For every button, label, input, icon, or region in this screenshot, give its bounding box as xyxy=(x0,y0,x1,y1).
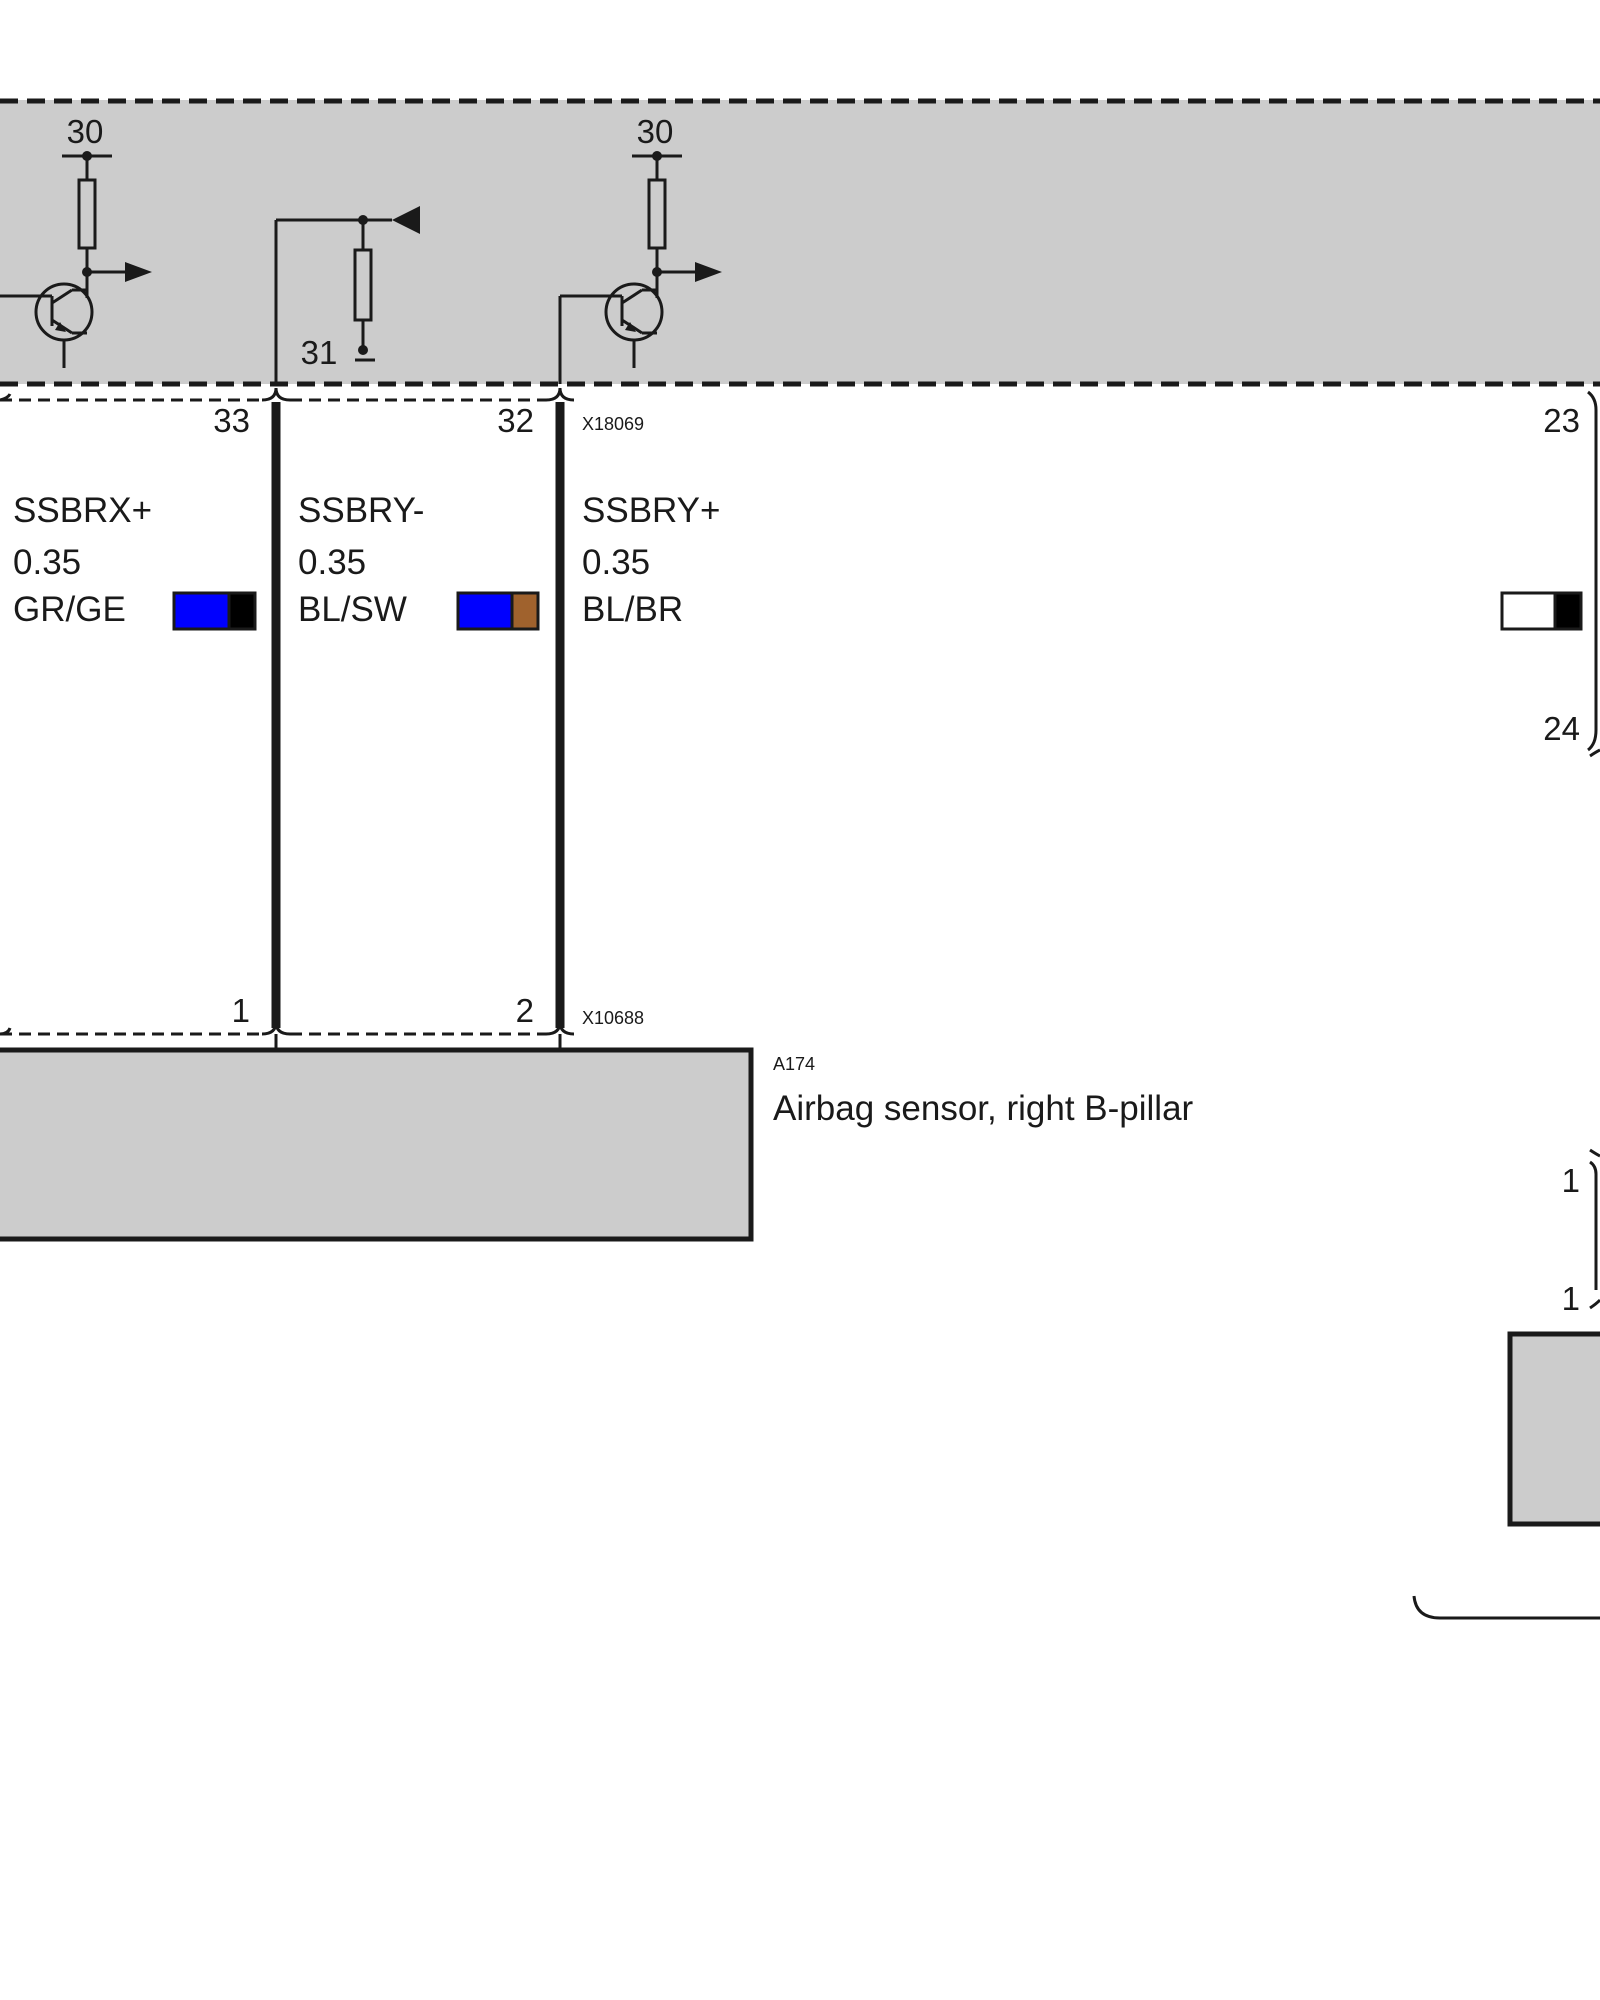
junction-dot xyxy=(652,151,662,161)
junction-dot xyxy=(82,267,92,277)
input-arrow-icon xyxy=(392,206,420,234)
driver-circuit-right xyxy=(558,154,695,384)
wire-2-size: 0.35 xyxy=(298,543,366,582)
wire-3-name: SSBRY+ xyxy=(582,491,720,530)
junction-dot xyxy=(652,267,662,277)
pin-hook xyxy=(545,1021,575,1036)
component-id: A174 xyxy=(773,1054,815,1074)
right-wire-segment-top xyxy=(1587,390,1598,752)
right-wire-segment-bottom xyxy=(1589,1160,1598,1290)
pin-1-upper-label: 1 xyxy=(1562,1162,1580,1199)
wire-2-color-swatch xyxy=(456,591,540,631)
swatch-primary xyxy=(456,591,514,631)
output-arrow-icon xyxy=(695,262,722,282)
component-name: Airbag sensor, right B-pillar xyxy=(773,1089,1194,1128)
pin-24-label: 24 xyxy=(1543,710,1580,747)
wire-1-size: 0.35 xyxy=(13,543,81,582)
pin-hook xyxy=(261,387,291,402)
swatch-secondary xyxy=(510,591,540,631)
pin-33-label: 33 xyxy=(213,402,250,439)
output-arrow-icon xyxy=(125,262,152,282)
pin-2-label: 2 xyxy=(516,992,534,1029)
wire-1-name: SSBRX+ xyxy=(13,491,152,530)
connector-hook xyxy=(1589,748,1600,758)
terminal-30-label: 30 xyxy=(67,113,104,150)
pin-hook xyxy=(261,1021,291,1036)
connector-corner xyxy=(0,393,12,402)
junction-dot xyxy=(358,345,368,355)
connector-hook xyxy=(1589,1148,1600,1158)
terminal-30-label: 30 xyxy=(637,113,674,150)
right-wire-color-swatch xyxy=(1500,591,1583,631)
swatch-secondary xyxy=(1553,591,1583,631)
wire-3-color-code: BL/BR xyxy=(582,590,683,629)
wire-2-name: SSBRY- xyxy=(298,491,424,530)
wire-1-color-code: GR/GE xyxy=(13,590,126,629)
emitter-arrow-icon xyxy=(55,322,66,332)
pin-hook xyxy=(545,387,575,402)
pin-1-label: 1 xyxy=(232,992,250,1029)
wire-3-size: 0.35 xyxy=(582,543,650,582)
emitter-arrow-icon xyxy=(625,322,636,332)
driver-circuit-left xyxy=(0,154,125,368)
group-bracket xyxy=(1412,1595,1600,1620)
swatch-secondary xyxy=(227,591,257,631)
swatch-primary xyxy=(1500,591,1557,631)
component-a174-box xyxy=(0,1047,754,1242)
right-component-box xyxy=(1507,1331,1600,1527)
junction-dot xyxy=(358,215,368,225)
control-unit-band xyxy=(0,100,1600,384)
pin-32-label: 32 xyxy=(497,402,534,439)
pin-23-label: 23 xyxy=(1543,402,1580,439)
junction-dot xyxy=(82,151,92,161)
terminal-31-label: 31 xyxy=(301,334,338,371)
connector-x10688-label: X10688 xyxy=(582,1008,644,1028)
pin-1-lower-label: 1 xyxy=(1562,1280,1580,1317)
connector-hook xyxy=(1589,1298,1600,1310)
connector-x18069-label: X18069 xyxy=(582,414,644,434)
swatch-primary xyxy=(172,591,231,631)
wire-2-color-code: BL/SW xyxy=(298,590,407,629)
wire-1-color-swatch xyxy=(172,591,257,631)
